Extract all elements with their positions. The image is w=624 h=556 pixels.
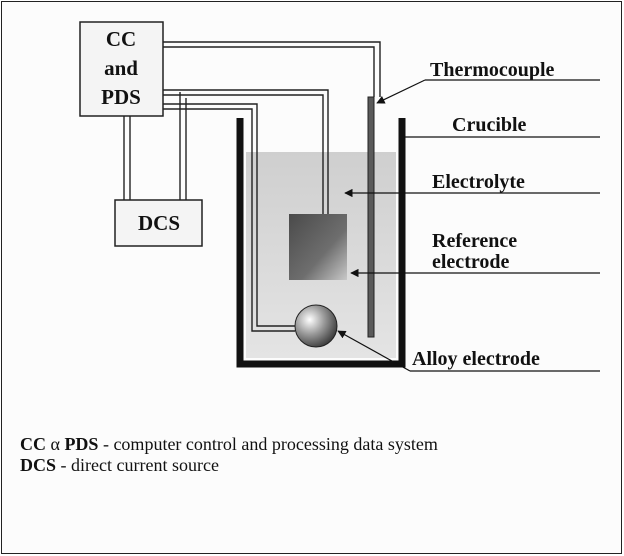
- legend-abbr-pds: PDS: [64, 434, 99, 454]
- crucible: [236, 118, 406, 368]
- dcs-label: DCS: [138, 211, 180, 235]
- dcs-box: [114, 199, 203, 247]
- legend-symbol: α: [50, 434, 60, 454]
- thermocouple-rod: [367, 96, 375, 338]
- reference-label-line1: Reference: [432, 230, 517, 252]
- alloy-electrode: [294, 304, 338, 348]
- alloy-label: Alloy electrode: [412, 348, 540, 370]
- cc-pds-label-line2: and: [104, 56, 138, 80]
- leader-lines: [337, 79, 600, 372]
- cc-pds-label-line3: PDS: [101, 85, 141, 109]
- legend-text-dcs: - direct current source: [60, 455, 219, 475]
- legend-row-cc-pds: CC α PDS - computer control and processi…: [20, 434, 620, 455]
- cc-pds-box: [79, 21, 164, 117]
- reference-electrode: [289, 214, 347, 280]
- thermocouple-label: Thermocouple: [430, 59, 555, 81]
- crucible-label: Crucible: [452, 114, 527, 136]
- connection-wires: [123, 41, 381, 332]
- cc-pds-label-line1: CC: [106, 27, 136, 51]
- legend-abbr-dcs: DCS: [20, 455, 57, 475]
- legend: CC α PDS - computer control and processi…: [20, 434, 620, 476]
- thermocouple-leader: [376, 79, 426, 104]
- electrolyte-label: Electrolyte: [432, 171, 525, 193]
- legend-abbr-cc: CC: [20, 434, 46, 454]
- legend-row-dcs: DCS - direct current source: [20, 455, 620, 476]
- reference-label-line2: electrode: [432, 251, 509, 273]
- electrochemical-cell-diagram: CC and PDS DCS Thermocouple Crucible Ele…: [79, 21, 600, 372]
- alloy-leader: [337, 330, 411, 372]
- legend-text-cc-pds: - computer control and processing data s…: [102, 434, 438, 454]
